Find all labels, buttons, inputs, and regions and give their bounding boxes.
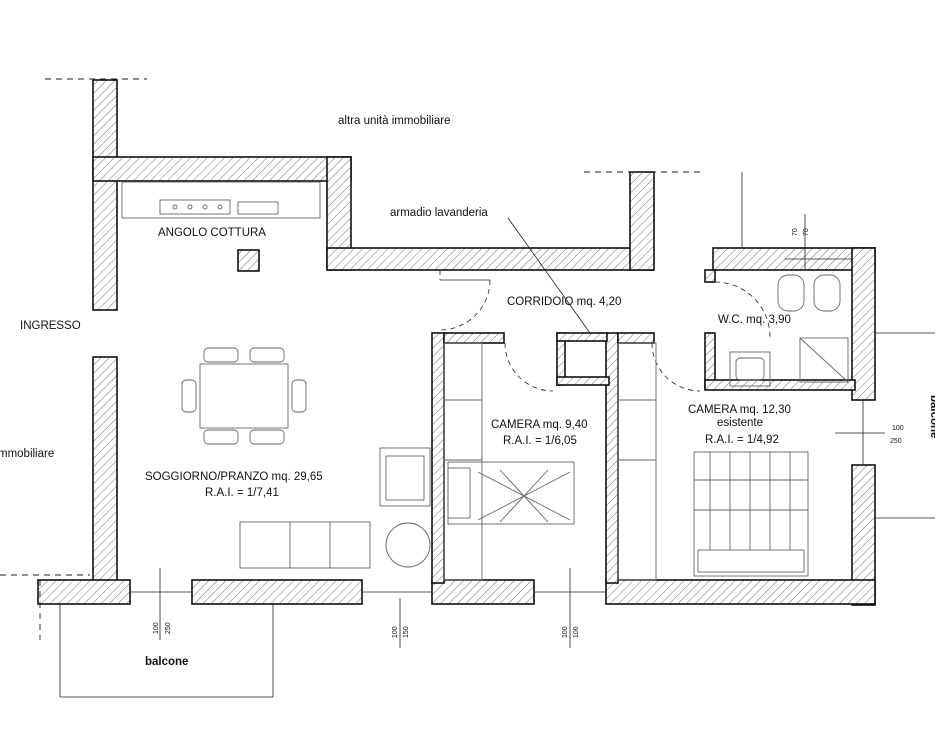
living-window-width: 100 [153, 622, 160, 634]
bedroom2-rai: R.A.I. = 1/4,92 [705, 434, 779, 446]
wc-window-height: 70 [803, 228, 810, 236]
other-unit-left-label: mmobiliare [0, 448, 54, 460]
corridor-label: CORRIDOIO mq. 4,20 [507, 296, 621, 308]
entrance-label: INGRESSO [20, 320, 81, 332]
bedroom2-window-height: 100 [573, 626, 580, 638]
balcony-label: balcone [145, 656, 188, 668]
kitchenette-label: ANGOLO COTTURA [158, 227, 266, 239]
room-labels: altra unità immobiliare mmobiliare armad… [0, 115, 935, 668]
doors [439, 270, 771, 392]
living-room-label: SOGGIORNO/PRANZO mq. 29,65 [145, 471, 323, 483]
furniture [121, 181, 849, 581]
other-unit-top-label: altra unità immobiliare [338, 115, 451, 127]
right-window-height: 250 [890, 438, 902, 445]
walls [37, 79, 876, 606]
balcony-right-label: balcone [928, 395, 935, 438]
bedroom1-rai: R.A.I. = 1/6,05 [503, 435, 577, 447]
living-window-height: 250 [165, 622, 172, 634]
bedroom2-note: esistente [717, 417, 763, 429]
laundry-closet-label: armadio lavanderia [390, 207, 488, 219]
wc-window-width: 70 [792, 228, 799, 236]
right-window-width: 100 [892, 425, 904, 432]
wc-label: W.C. mq. 3,90 [718, 314, 791, 326]
bedroom1-label: CAMERA mq. 9,40 [491, 419, 588, 431]
dimension-labels: 100 250 100 150 100 100 100 250 70 70 [153, 228, 904, 638]
external-lines [0, 78, 935, 698]
bedroom1-window-width: 100 [392, 626, 399, 638]
bedroom2-window-width: 100 [562, 626, 569, 638]
bedroom2-label: CAMERA mq. 12,30 [688, 404, 791, 416]
bedroom1-window-height: 150 [403, 626, 410, 638]
living-room-rai: R.A.I. = 1/7,41 [205, 487, 279, 499]
